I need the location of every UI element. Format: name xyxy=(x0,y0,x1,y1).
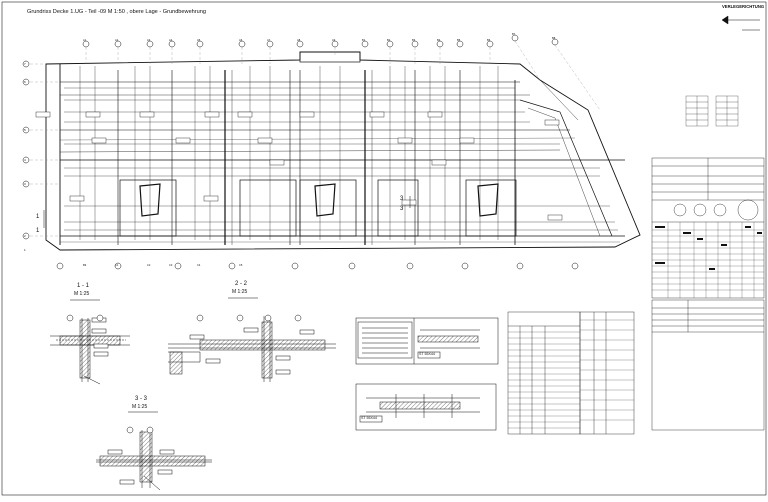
reinforcement-bars xyxy=(64,66,618,240)
detail-a-label: ST 55X44 xyxy=(419,352,435,356)
section-2-2 xyxy=(168,297,336,382)
wall-line xyxy=(519,99,613,237)
section-3-scale: M 1:25 xyxy=(132,404,148,410)
detail-b-label: ST 55X44 xyxy=(361,416,377,420)
stair-room xyxy=(299,179,357,237)
axis-label-top: C4 xyxy=(197,264,201,267)
section-3-label: 3 - 3 xyxy=(135,396,148,402)
bar-schedule xyxy=(507,311,635,435)
axis-label-left: 2 xyxy=(24,234,26,238)
axis-label-top: C5 xyxy=(239,264,243,267)
axis-markers-top xyxy=(82,34,559,48)
title-block-fills xyxy=(655,226,762,270)
bar-tags xyxy=(35,111,563,221)
title-block xyxy=(651,157,765,431)
axis-label-top: B4 xyxy=(437,39,441,42)
section-2-label: 2 - 2 xyxy=(235,281,248,287)
axis-label-left: 5 xyxy=(24,128,26,132)
axis-label-top: A6 xyxy=(239,39,243,42)
section-cuts xyxy=(43,196,411,228)
section-3-3 xyxy=(96,411,212,491)
axis-label-top: C2 xyxy=(147,264,151,267)
stair-room xyxy=(119,179,177,237)
axis-lines xyxy=(30,40,601,237)
top-niche xyxy=(299,51,361,63)
axis-label-top: A8 xyxy=(297,39,301,42)
axis-label-top: A5 xyxy=(197,39,201,42)
north-label: VERLEGERICHTUNG xyxy=(722,4,765,9)
axis-label-top: A7 xyxy=(267,39,271,42)
axis-label-top: B1 xyxy=(362,39,366,42)
legend-tables xyxy=(685,95,739,127)
axis-label-top: A4 xyxy=(169,39,173,42)
section-2-scale: M 1:25 xyxy=(232,289,248,295)
wall-line xyxy=(59,149,561,153)
axis-label-top: B5 xyxy=(457,39,461,42)
stair-room xyxy=(377,179,419,237)
axis-label-left: 1 xyxy=(24,248,26,252)
floor-plan xyxy=(45,51,641,251)
section-1-scale: M 1:25 xyxy=(74,291,90,297)
axis-label-top: A9 xyxy=(332,39,336,42)
axis-label-top: B6 xyxy=(487,39,491,42)
detail-box-b xyxy=(355,383,497,431)
axis-label-top: B7 xyxy=(512,33,516,36)
section-cut-marker: 1 xyxy=(36,214,40,220)
stair-core xyxy=(477,183,499,217)
axis-label-top: A3 xyxy=(147,39,151,42)
axis-label-top: B2 xyxy=(387,39,391,42)
north-arrow xyxy=(721,15,760,31)
wall-line xyxy=(59,137,576,141)
axis-label-top: C3 xyxy=(169,264,173,267)
axis-label-left: 7 xyxy=(24,62,26,66)
axis-markers-bottom xyxy=(56,262,579,270)
axis-markers-left xyxy=(22,60,30,240)
section-cut-marker: 1 xyxy=(36,228,40,234)
section-cut-marker: 3 xyxy=(400,196,404,202)
stair-core xyxy=(314,183,336,217)
drawing-title: Grundriss Decke 1.UG - Teil -09 M 1:50 ,… xyxy=(27,9,206,15)
axis-label-top: B9 xyxy=(83,264,87,267)
section-cut-marker: 3 xyxy=(400,206,404,212)
section-1-label: 1 - 1 xyxy=(77,283,90,289)
axis-label-top: A2 xyxy=(115,39,119,42)
detail-box-a xyxy=(355,317,499,365)
axis-label-top: C1 xyxy=(115,264,119,267)
section-1-1 xyxy=(50,299,130,385)
stair-room xyxy=(239,179,297,237)
axis-label-top: B3 xyxy=(412,39,416,42)
axis-label-left: 3 xyxy=(24,182,26,186)
axis-label-left: 4 xyxy=(24,158,26,162)
wall-line xyxy=(539,79,579,121)
stair-room xyxy=(465,179,517,237)
axis-label-top: B8 xyxy=(552,37,556,40)
axis-label-top: A1 xyxy=(83,39,87,42)
wall-line xyxy=(527,107,601,237)
axis-label-left: 6 xyxy=(24,80,26,84)
